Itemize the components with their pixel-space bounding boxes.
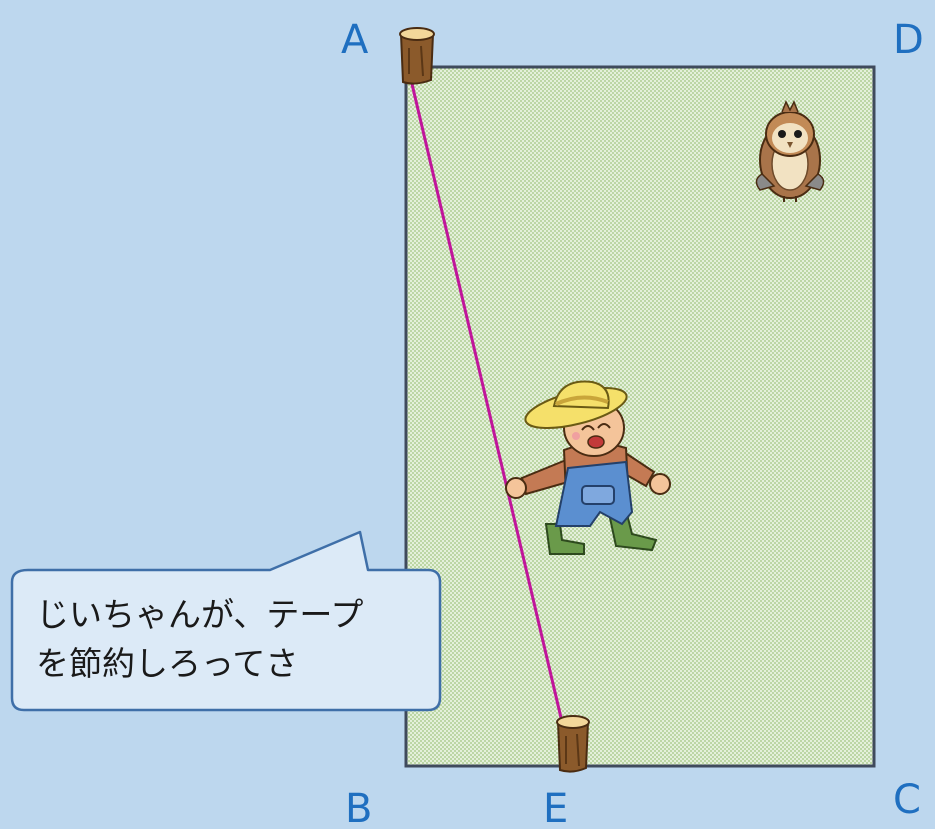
tape-line [410, 83, 564, 723]
speech-bubble [10, 530, 442, 712]
speech-bubble-line-2: を節約しろってさ [36, 644, 299, 683]
corner-label-a: A [341, 17, 369, 63]
speech-bubble-text: じいちゃんが、テープ を節約しろってさ [36, 590, 426, 688]
corner-label-d: D [893, 17, 924, 63]
corner-label-e: E [543, 786, 568, 829]
stump-icon [556, 715, 590, 773]
owl-icon [755, 100, 825, 202]
stump-icon [399, 27, 435, 85]
corner-label-b: B [345, 786, 372, 829]
farmer-icon [505, 380, 671, 555]
speech-bubble-line-1: じいちゃんが、テープ [36, 595, 364, 634]
corner-label-c: C [893, 777, 921, 823]
